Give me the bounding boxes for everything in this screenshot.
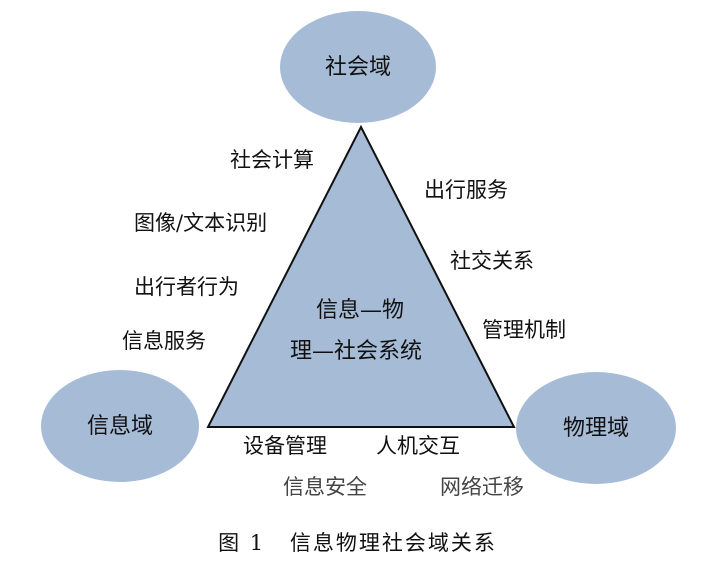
right-edge-label: 管理机制	[482, 318, 566, 342]
figure-caption: 图 1 信息物理社会域关系	[0, 527, 715, 557]
physical-domain-label: 物理域	[562, 416, 630, 441]
right-edge-label: 出行服务	[424, 178, 508, 202]
figure-number: 图 1	[218, 531, 266, 555]
social-domain-label: 社会域	[324, 55, 392, 80]
social-domain-ellipse	[280, 11, 436, 123]
info-domain-ellipse	[41, 370, 199, 482]
bottom-label: 信息安全	[283, 475, 367, 499]
left-edge-label: 出行者行为	[134, 275, 239, 299]
center-label-line1: 信息—物	[315, 298, 405, 323]
center-label-line2: 理—社会系统	[289, 339, 423, 364]
physical-domain-ellipse	[516, 372, 676, 484]
figure-title: 信息物理社会域关系	[289, 531, 497, 555]
info-domain-label: 信息域	[86, 414, 154, 439]
bottom-label: 人机交互	[376, 434, 460, 458]
left-edge-label: 信息服务	[122, 329, 206, 353]
right-edge-label: 社交关系	[450, 249, 534, 273]
bottom-label: 网络迁移	[440, 475, 524, 499]
central-triangle	[206, 124, 516, 428]
left-edge-label: 图像/文本识别	[134, 211, 268, 235]
left-edge-label: 社会计算	[230, 148, 314, 172]
bottom-label: 设备管理	[243, 434, 327, 458]
